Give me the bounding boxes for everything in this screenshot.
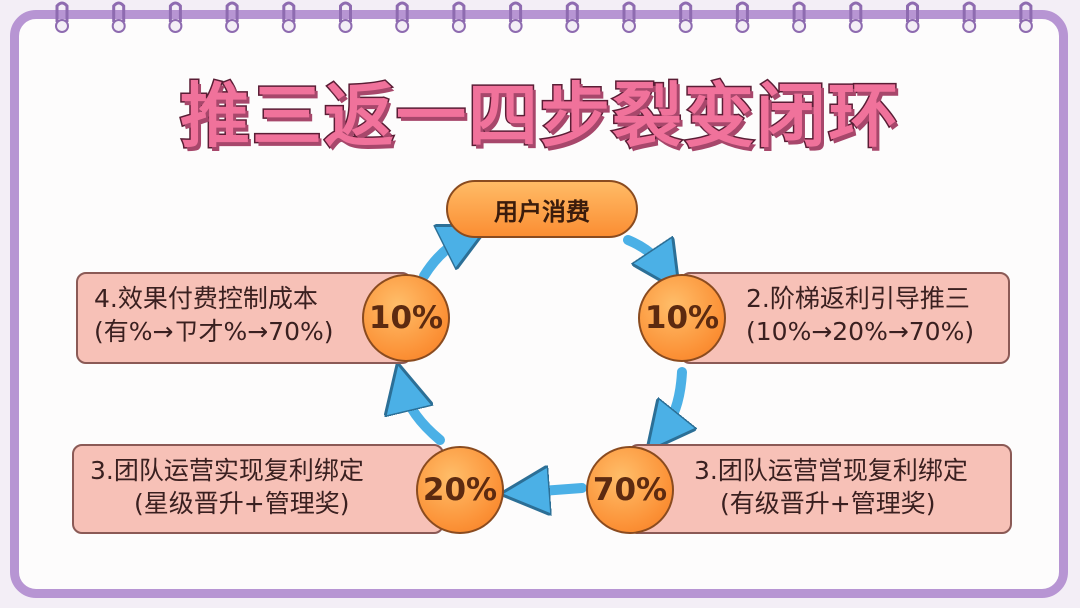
arrow-top-right [623, 235, 664, 268]
step-title: 3.团队运营営现复利绑定 [694, 456, 968, 485]
arrow-bottom-left [528, 488, 587, 492]
step-detail: (星级晋升+管理奖) [134, 489, 350, 518]
step-detail: (有级晋升+管理奖) [720, 489, 936, 518]
step-pill-top-right: 2.阶梯返利引导推三 (10%→20%→70%) [680, 272, 1010, 364]
step-pill-bottom-left: 3.团队运营实现复利绑定 (星级晋升+管理奖) [72, 444, 444, 534]
arrow-right-down [664, 367, 682, 430]
arrow-left-to-top [419, 238, 464, 281]
step-detail: (有%→ㄗ才%→70%) [94, 317, 334, 346]
top-node-consumption: 用户消费 [446, 180, 638, 238]
step-detail: (10%→20%→70%) [746, 317, 975, 346]
percent-circle-bottom-right: 70% [586, 446, 674, 534]
page-title: 推三返一四步裂变闭环 [179, 74, 900, 159]
percent-circle-top-left: 10% [362, 274, 450, 362]
step-title: 3.团队运营实现复利绑定 [90, 456, 364, 485]
step-title: 2.阶梯返利引导推三 [746, 284, 970, 313]
step-pill-top-left: 4.效果付费控制成本 (有%→ㄗ才%→70%) [76, 272, 412, 364]
percent-circle-bottom-left: 20% [416, 446, 504, 534]
arrow-left-up [404, 390, 445, 445]
step-pill-bottom-right: 3.团队运营営现复利绑定 (有级晋升+管理奖) [628, 444, 1012, 534]
step-title: 4.效果付费控制成本 [94, 284, 318, 313]
percent-circle-top-right: 10% [638, 274, 726, 362]
